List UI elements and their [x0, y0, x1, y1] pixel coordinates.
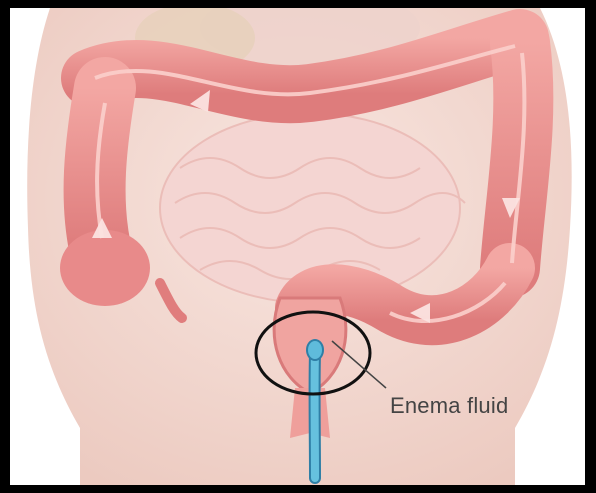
- enema-fluid-label: Enema fluid: [390, 393, 508, 419]
- enema-tip: [307, 340, 323, 360]
- frame-bottom-border: [0, 485, 596, 493]
- illustration-canvas: Enema fluid: [10, 8, 585, 485]
- frame-top-border: [0, 0, 596, 8]
- cecum: [60, 230, 150, 306]
- frame-right-border: [585, 0, 596, 493]
- frame-left-border: [0, 0, 10, 493]
